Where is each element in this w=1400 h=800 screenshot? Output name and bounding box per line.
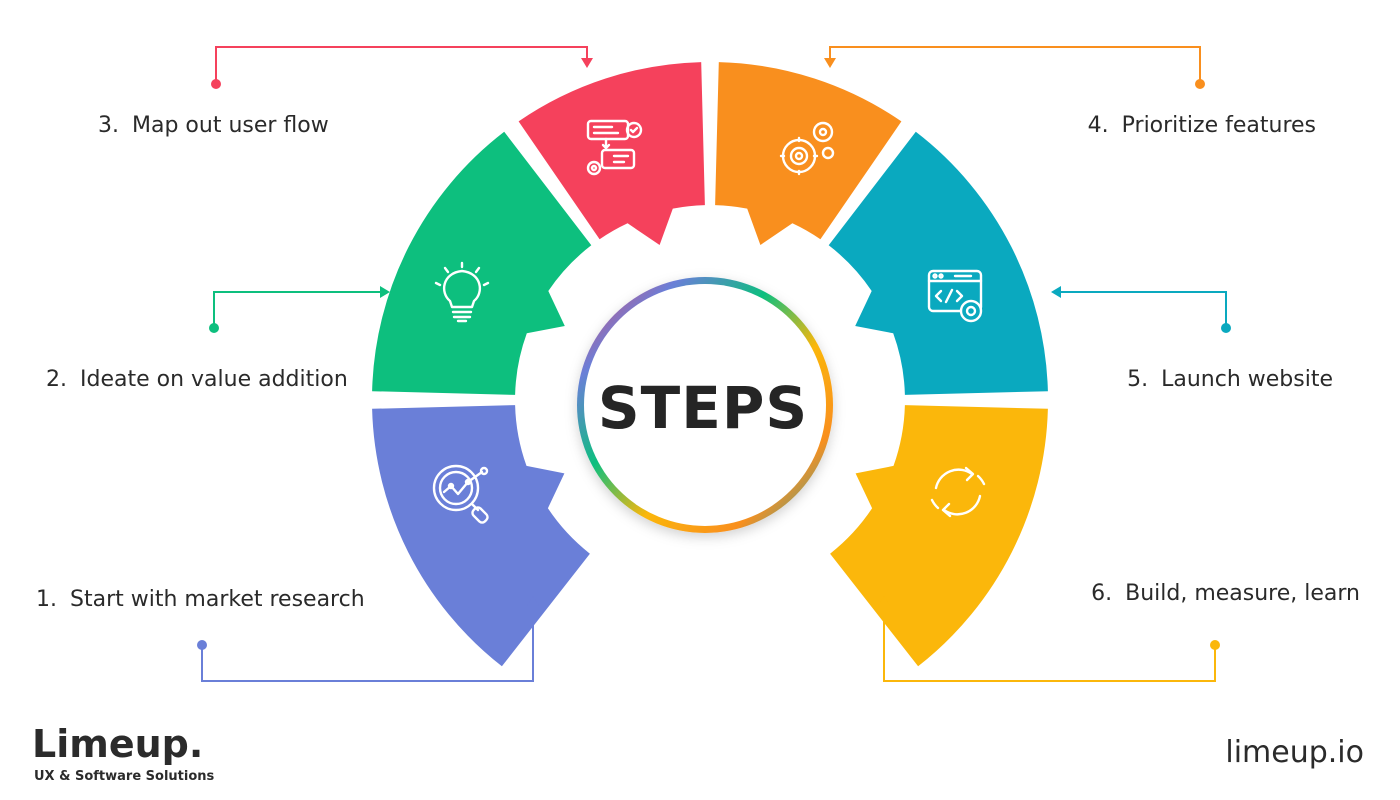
- connector-step-5: [1051, 286, 1231, 333]
- gears-icon: [779, 121, 835, 176]
- step-number-3: 3.: [98, 113, 119, 138]
- step-number-4: 4.: [1088, 113, 1109, 138]
- step-segment-2: [372, 131, 592, 395]
- step-text-4: Prioritize features: [1122, 113, 1316, 138]
- step-label-4: 4. Prioritize features: [1088, 113, 1316, 138]
- step-text-3: Map out user flow: [132, 113, 329, 138]
- brand-tagline: UX & Software Solutions: [34, 769, 215, 784]
- step-label-1: 1. Start with market research: [36, 587, 365, 612]
- step-text-1: Start with market research: [70, 587, 365, 612]
- connector-step-6: [878, 596, 1220, 682]
- flowchart-icon: [586, 119, 643, 176]
- brand-url: limeup.io: [1225, 735, 1364, 770]
- connector-step-4: [824, 46, 1205, 89]
- step-segment-6: [830, 405, 1048, 667]
- step-icons: [432, 119, 986, 524]
- step-label-6: 6. Build, measure, learn: [1091, 581, 1360, 606]
- step-label-2: 2. Ideate on value addition: [46, 367, 348, 392]
- step-text-6: Build, measure, learn: [1125, 581, 1360, 606]
- step-segment-3: [518, 62, 705, 245]
- browser-code-icon: [927, 269, 983, 323]
- step-text-2: Ideate on value addition: [80, 367, 348, 392]
- connector-step-3: [211, 46, 593, 89]
- step-label-3: 3. Map out user flow: [98, 113, 329, 138]
- center-badge: STEPS: [577, 277, 833, 533]
- lightbulb-icon: [434, 261, 490, 323]
- step-number-5: 5.: [1127, 367, 1148, 392]
- step-number-1: 1.: [36, 587, 57, 612]
- center-title: STEPS: [598, 374, 808, 442]
- center-disc: [584, 284, 826, 526]
- brand-logo: Limeup.: [32, 722, 203, 766]
- step-number-2: 2.: [46, 367, 67, 392]
- step-connectors: [197, 46, 1231, 682]
- step-text-5: Launch website: [1161, 367, 1333, 392]
- connector-step-2: [209, 286, 390, 333]
- brand-block: Limeup. UX & Software Solutions: [32, 722, 215, 784]
- magnifier-chart-icon: [432, 464, 489, 524]
- step-labels: 1. Start with market research 2. Ideate …: [36, 113, 1360, 612]
- refresh-cycle-icon: [930, 466, 986, 518]
- step-segment-5: [828, 131, 1048, 395]
- step-number-6: 6.: [1091, 581, 1112, 606]
- step-label-5: 5. Launch website: [1127, 367, 1333, 392]
- step-segment-1: [372, 405, 590, 667]
- step-segment-4: [715, 62, 902, 245]
- connector-step-1: [197, 596, 539, 682]
